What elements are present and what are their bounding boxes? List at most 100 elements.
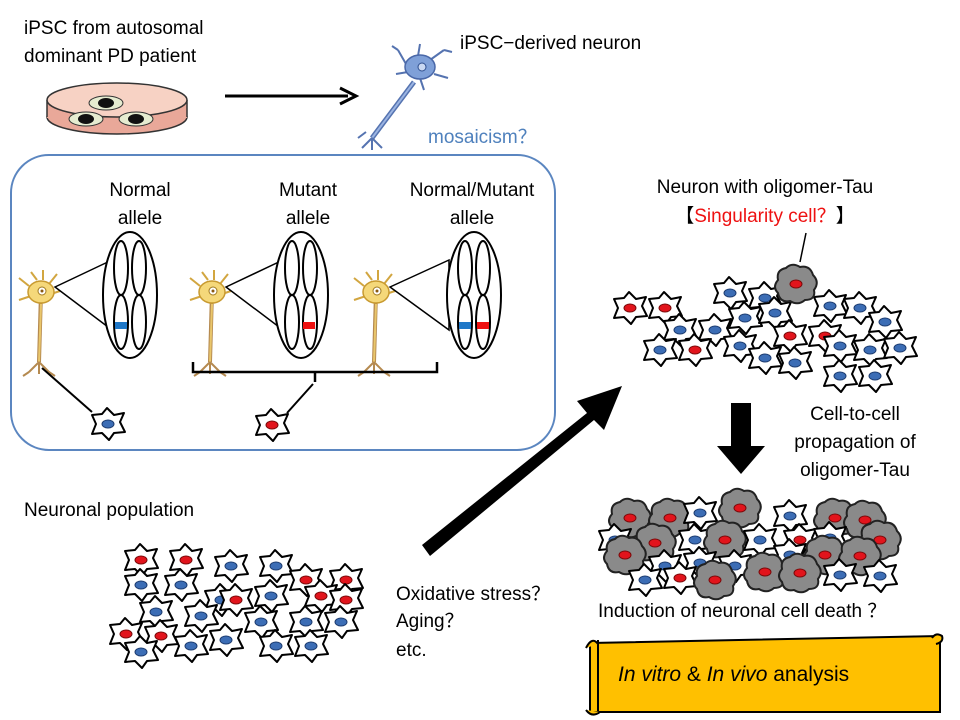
normal-cell (209, 623, 244, 657)
aggregate-cell (718, 487, 762, 529)
aggregate-cell (693, 559, 737, 601)
normal-cell (758, 296, 793, 330)
cell-death-cluster (598, 487, 902, 601)
petri-dish (46, 82, 188, 135)
normal-cell (259, 629, 294, 663)
normal-cell (853, 333, 888, 367)
singularity-label: Singularity cell？ (694, 206, 836, 227)
aggregate-cell (838, 535, 882, 577)
normal-cell (214, 549, 249, 583)
mutant-cell (773, 319, 808, 353)
normal-cell (728, 301, 763, 335)
normal-cell (174, 629, 209, 663)
normal-cell (743, 523, 778, 557)
aggregate-cell (648, 497, 692, 539)
stress-line1: Oxidative stress？ (396, 584, 551, 605)
normal-cell (748, 341, 783, 375)
normal-cell (723, 329, 758, 363)
normal-cell (289, 605, 324, 639)
mutant-allele-mark (477, 322, 489, 329)
normal-cell (823, 359, 858, 393)
mutant-cell (648, 291, 683, 325)
mutant-cell (304, 579, 339, 613)
mutant-allele-subtitle: allele (285, 208, 331, 229)
normal-cell (858, 359, 893, 393)
aggregate-cell (813, 497, 857, 539)
normal-cell (324, 605, 359, 639)
normal-cell (813, 289, 848, 323)
aggregate-cell (774, 263, 818, 305)
singularity-line: 【Singularity cell？】 (675, 206, 855, 227)
aggregate-cell (603, 534, 647, 576)
normal-cell (643, 333, 678, 367)
propagation-line1: Cell-to-cell (810, 404, 900, 425)
allele-panel (10, 154, 556, 451)
mutant-cell (144, 619, 179, 653)
grouping-bracket (191, 362, 439, 382)
mutant-cell (124, 543, 159, 577)
normal-cell (883, 331, 918, 365)
normal-cell (628, 563, 663, 597)
mutant-cell (329, 583, 364, 617)
analysis-banner (585, 633, 944, 716)
arrow-to-neuron (225, 86, 360, 106)
neuron-label: iPSC−derived neuron (460, 33, 642, 54)
oligomer-neuron-cluster (613, 263, 918, 393)
normal-cell (244, 605, 279, 639)
normal-allele-mark (115, 322, 127, 329)
aggregate-cell (778, 552, 822, 594)
aggregate-cell (608, 497, 652, 539)
normal-cell (843, 291, 878, 325)
normal-cell (124, 635, 159, 669)
normal-allele-mark (459, 322, 471, 329)
stress-line3: etc. (396, 640, 427, 661)
neuronal-population (109, 543, 364, 669)
normal-cell (698, 313, 733, 347)
mosaicism-label: mosaicism？ (428, 127, 537, 148)
mixed-allele-title: Normal/Mutant (409, 180, 535, 201)
mutant-cell (613, 291, 648, 325)
normal-allele-title: Normal (109, 180, 171, 201)
mutant-cell (169, 543, 204, 577)
normal-cell (863, 559, 898, 593)
normal-cell (868, 305, 903, 339)
mutant-cell (109, 617, 144, 651)
normal-cell (823, 558, 858, 592)
propagation-line3: oligomer-Tau (800, 460, 910, 481)
normal-cell (164, 568, 199, 602)
mutant-cell (289, 563, 324, 597)
aggregate-cell (703, 519, 747, 561)
mutant-allele-mark (303, 322, 315, 329)
connector-line (41, 367, 93, 413)
singularity-pointer (799, 232, 807, 263)
propagation-line2: propagation of (794, 432, 916, 453)
source-label-line1: iPSC from autosomal (24, 18, 204, 39)
mutant-cell (219, 583, 254, 617)
normal-cell (678, 523, 713, 557)
normal-cell (139, 595, 174, 629)
stress-line2: Aging？ (396, 611, 464, 632)
aggregate-cell (803, 534, 847, 576)
mutant-cell (663, 561, 698, 595)
aggregate-cell (743, 551, 787, 593)
source-label-line2: dominant PD patient (24, 46, 197, 67)
normal-cell (663, 313, 698, 347)
normal-cell (294, 629, 329, 663)
normal-cell (823, 329, 858, 363)
progression-arrow (422, 386, 622, 556)
normal-cell (259, 549, 294, 583)
banner-text: In vitro & In vivo analysis (618, 663, 850, 686)
normal-cell (683, 496, 718, 530)
mutant-allele-title: Mutant (278, 180, 338, 201)
normal-cell (748, 281, 783, 315)
mixed-allele-subtitle: allele (449, 208, 495, 229)
ipsc-neuron-icon (357, 43, 453, 150)
connector-line (286, 383, 314, 414)
aggregate-cell (843, 499, 887, 541)
population-label: Neuronal population (24, 500, 195, 521)
normal-cell (778, 346, 813, 380)
normal-allele-subtitle: allele (117, 208, 163, 229)
propagation-arrow (717, 403, 765, 474)
aggregate-cell (633, 522, 677, 564)
mutant-cell (678, 333, 713, 367)
